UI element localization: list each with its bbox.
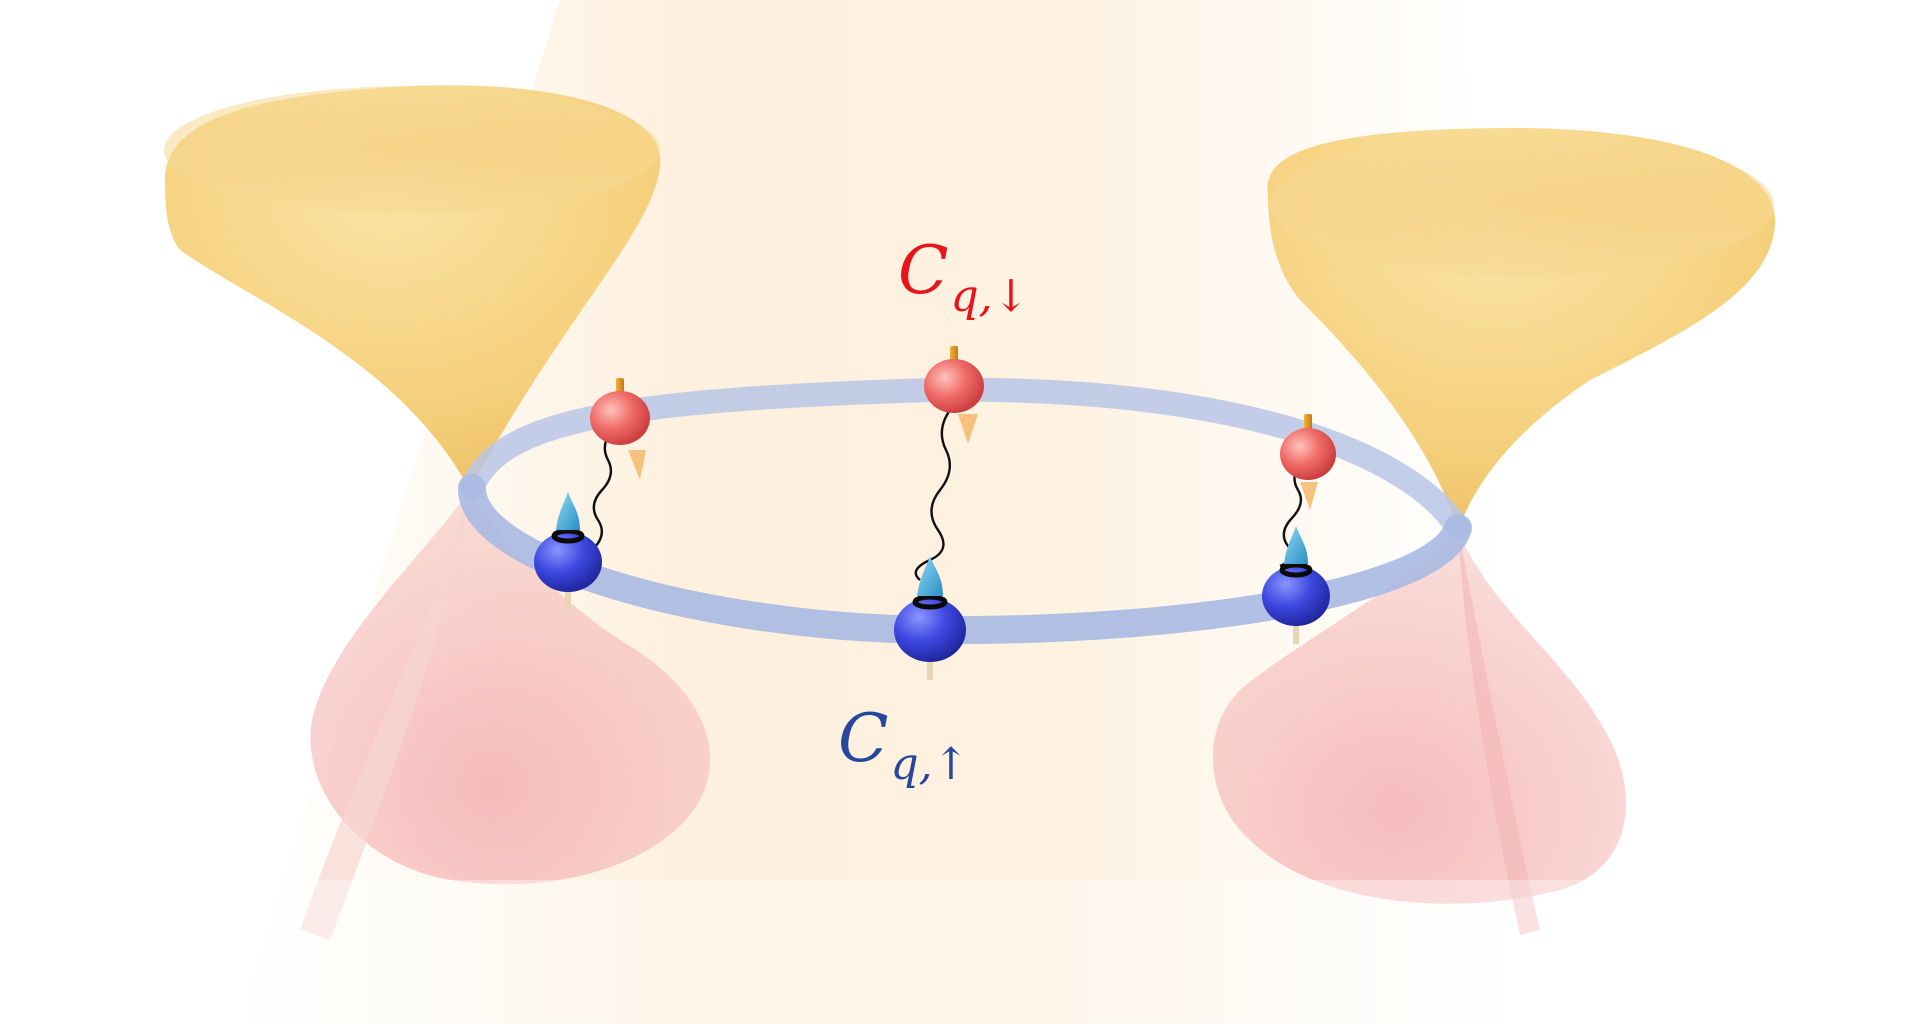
blue-spin-ball-icon xyxy=(1262,526,1330,644)
spin-down-label-main: C xyxy=(898,232,949,309)
red-spin-ball-icon xyxy=(924,346,984,444)
spin-up-label-main: C xyxy=(838,700,889,777)
red-spin-ball-icon xyxy=(1280,414,1336,510)
left-lower-cone xyxy=(310,490,711,885)
left-lower-cone-shade xyxy=(300,490,470,940)
right-upper-cone-rim xyxy=(1270,133,1774,277)
right-lower-cone-shade xyxy=(1458,530,1540,935)
wavy-line-icon xyxy=(914,409,952,581)
spin-up-label: Cq,↑ xyxy=(838,700,970,790)
red-spin-ball-icon xyxy=(590,378,650,480)
front-veil xyxy=(0,880,1920,1024)
right-dirac-cone-icon xyxy=(1212,127,1776,935)
spin-up-label-sub: q,↑ xyxy=(890,739,970,790)
left-dirac-cone-icon xyxy=(164,85,711,940)
left-upper-cone-rim xyxy=(164,86,660,214)
blue-spin-ball-icon xyxy=(534,492,602,610)
spin-down-label: Cq,↓ xyxy=(898,232,1030,322)
right-lower-cone xyxy=(1212,530,1626,904)
spin-down-label-sub: q,↓ xyxy=(950,271,1030,322)
blue-spin-ball-icon xyxy=(894,556,966,680)
